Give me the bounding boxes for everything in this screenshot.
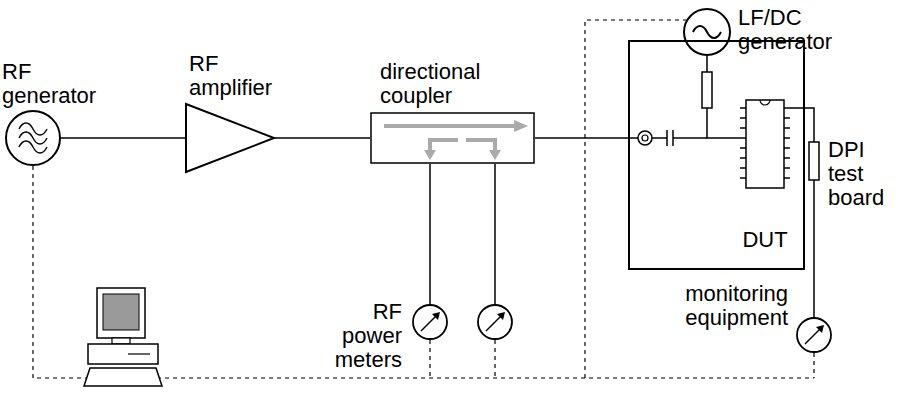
- node-label: RF power meters: [335, 300, 402, 372]
- chip-pin: [784, 177, 790, 179]
- rf-amplifier: RF amplifier: [185, 103, 275, 173]
- computer-monitor: [97, 288, 145, 338]
- gen-outline: [5, 110, 61, 166]
- lf-outline: [683, 8, 731, 56]
- chip-pin: [740, 137, 746, 139]
- chip-pin: [784, 137, 790, 139]
- computer-case: [88, 344, 158, 364]
- rf-power-meter: RF power meters: [412, 304, 448, 340]
- node-label: LF/DC generator: [738, 6, 832, 54]
- generator-circle: [684, 9, 730, 55]
- chip-pin: [784, 107, 790, 109]
- coupled-path-arrow: [430, 140, 495, 152]
- chip-pin: [784, 157, 790, 159]
- node-label: directional coupler: [380, 60, 480, 108]
- control-line: [33, 166, 814, 378]
- capacitor-plate: [666, 130, 668, 146]
- meter-needle: [486, 316, 501, 331]
- meter-outline: [796, 317, 832, 353]
- main-path-arrow: [384, 124, 516, 128]
- meter-circle: [413, 305, 447, 339]
- control-line: [585, 20, 686, 378]
- chip-pin: [740, 147, 746, 149]
- node-label: DUT: [742, 228, 787, 252]
- arrow-head: [514, 120, 528, 132]
- computer-screen: [103, 294, 139, 330]
- meter-needle: [805, 329, 820, 344]
- chip-pin: [784, 147, 790, 149]
- chip-pin: [740, 167, 746, 169]
- node-label: DPI test board: [828, 138, 884, 210]
- arrow-head: [489, 150, 501, 160]
- coupler-box: [371, 113, 534, 163]
- node-label: monitoring equipment: [685, 282, 788, 330]
- lfdc-generator: LF/DC generator: [683, 8, 731, 56]
- monitoring-meter: monitoring equipment: [796, 317, 832, 353]
- resistor-symbol: [702, 72, 712, 108]
- chip-notch: [760, 100, 770, 105]
- coupler-port-wire: [494, 164, 496, 304]
- meter-needle-head: [432, 312, 440, 320]
- signal-wire: [275, 137, 370, 139]
- chip-pin: [740, 117, 746, 119]
- disk-slot: [128, 353, 150, 354]
- meter-needle: [421, 316, 436, 331]
- rf-generator: RF generator: [5, 110, 61, 166]
- dut-chip: DUT: [740, 100, 790, 262]
- computer-icon: [84, 288, 162, 386]
- board-wire: [652, 137, 667, 139]
- coax-outer: [638, 131, 652, 145]
- signal-wire: [790, 108, 814, 317]
- board-outline: [629, 41, 804, 269]
- chip-pin: [740, 177, 746, 179]
- chip-pin: [784, 127, 790, 129]
- dpi-test-board: DPI test boardDUT: [628, 40, 805, 270]
- node-label: RF amplifier: [189, 52, 272, 100]
- box-outline: [370, 112, 535, 164]
- amplifier-triangle: [186, 104, 274, 172]
- resistor-symbol: [809, 142, 819, 180]
- arrow-head: [424, 150, 436, 160]
- computer-keyboard: [84, 368, 162, 386]
- computer-stand: [112, 338, 130, 344]
- signal-wire: [535, 137, 628, 139]
- board-wire: [673, 137, 707, 139]
- wave-symbol: [19, 141, 47, 153]
- chip-pin: [784, 167, 790, 169]
- wave-symbol: [693, 26, 721, 38]
- capacitor-symbol: [667, 130, 673, 146]
- meter-circle: [478, 305, 512, 339]
- meter-circle: [797, 318, 831, 352]
- generator-circle: [6, 111, 60, 165]
- control-line: [429, 340, 430, 378]
- control-bus: [33, 20, 814, 378]
- node-label: RF generator: [2, 60, 96, 108]
- capacitor-plate: [672, 130, 674, 146]
- signal-wire: [429, 164, 431, 304]
- chip-pin: [784, 117, 790, 119]
- coax-inner: [642, 135, 648, 141]
- meter-outline: [412, 304, 448, 340]
- control-line: [813, 353, 814, 378]
- control-line: [494, 340, 495, 378]
- amp-outline: [185, 103, 275, 173]
- meter-needle-head: [816, 325, 824, 333]
- chip-pin: [740, 107, 746, 109]
- signal-wire: [61, 137, 185, 139]
- chip-pin: [740, 157, 746, 159]
- chip-body: [746, 100, 784, 188]
- directional-coupler: directional coupler: [370, 112, 535, 164]
- coax-connector: [638, 131, 652, 145]
- power-meter-symbol: [478, 305, 512, 339]
- meter-needle-head: [497, 312, 505, 320]
- chip-pin: [740, 127, 746, 129]
